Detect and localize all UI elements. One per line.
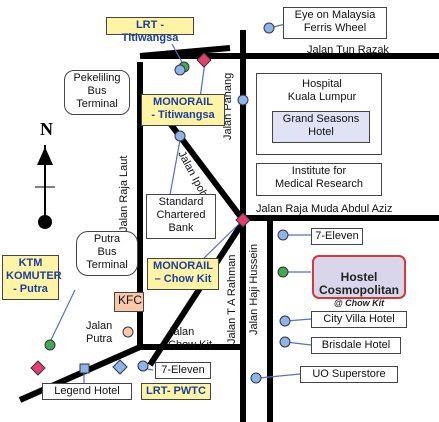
hospital-label: Hospital Kuala Lumpur <box>287 78 357 103</box>
road-label-raja-muda: Jalan Raja Muda Abdul Aziz <box>256 203 393 215</box>
eye-malaysia-label: Eye on Malaysia Ferris Wheel <box>283 7 387 39</box>
lrt-pwtc-label: LRT- PWTC <box>141 383 211 400</box>
marker-pekeliling <box>174 64 186 76</box>
institute-label: Institute for Medical Research <box>256 163 382 196</box>
ktm-komuter-label: KTM KOMUTER - Putra <box>2 255 62 300</box>
city-villa-label: City Villa Hotel <box>311 311 407 328</box>
compass-base-icon <box>38 215 52 229</box>
lrt-titiwangsa-label: LRT -Titiwangsa <box>106 17 194 44</box>
marker-ktm-komuter <box>30 360 46 376</box>
compass-arrow-icon <box>37 147 53 165</box>
marker-grand-seasons <box>174 130 186 142</box>
road-ta-rahman <box>147 220 246 367</box>
marker-brisdale <box>279 336 291 348</box>
hostel-name: Hostel Cosmopolitan <box>319 270 399 297</box>
grand-seasons-label: Grand Seasons Hotel <box>272 111 370 143</box>
marker-city-villa <box>279 315 291 327</box>
markers <box>30 22 291 384</box>
road-tun-razak-west <box>139 45 231 59</box>
marker-eye-malaysia <box>263 22 275 34</box>
kfc-label: KFC <box>114 292 144 312</box>
pekeliling-label: Pekeliling Bus Terminal <box>64 70 130 115</box>
uo-superstore-label: UO Superstore <box>300 366 398 383</box>
marker-uo-superstore <box>250 372 262 384</box>
marker-seven-eleven-top <box>277 229 289 241</box>
marker-hospital <box>237 94 249 106</box>
standard-chartered-label: Standard Chartered Bank <box>146 194 216 239</box>
leader-lines <box>49 23 312 383</box>
marker-seven-eleven-bottom <box>137 360 149 372</box>
brisdale-label: Brisdale Hotel <box>311 337 401 354</box>
compass: N <box>35 119 55 229</box>
marker-hostel <box>277 266 289 278</box>
marker-monorail-chowkit <box>235 212 251 228</box>
marker-legend-hotel <box>79 363 90 374</box>
putra-bus-label: Putra Bus Terminal <box>76 231 138 276</box>
monorail-chowkit-label: MONORAIL – Chow Kit <box>147 258 219 290</box>
marker-putra-bus <box>44 339 56 351</box>
road-label-raja-laut: Jalan Raja Laut <box>118 155 130 232</box>
road-label-ta-rahman: Jalan T A Rahman <box>226 254 238 345</box>
compass-north-label: N <box>40 119 53 139</box>
marker-kfc <box>122 326 134 338</box>
seven-eleven-top-label: 7-Eleven <box>311 228 363 245</box>
hostel-cosmopolitan-label: Hostel Cosmopolitan @ Chow Kit <box>312 255 406 308</box>
legend-hotel-label: Legend Hotel <box>42 383 132 400</box>
road-label-haji-hussein: Jalan Haji Hussein <box>248 243 260 335</box>
road-label-jalan-putra: Jalan Putra <box>86 320 113 345</box>
marker-monorail-titiwangsa <box>196 52 212 68</box>
hostel-subtitle: @ Chow Kit <box>333 298 385 308</box>
seven-eleven-bottom-label: 7-Eleven <box>155 362 211 379</box>
road-label-tun-razak: Jalan Tun Razak <box>307 44 389 56</box>
marker-lrt-pwtc <box>112 359 128 375</box>
monorail-titiwangsa-label: MONORAIL - Titiwangsa <box>141 94 225 126</box>
road-ipoh <box>157 108 246 222</box>
road-label-chow-kit: Jalan Chow Kit <box>168 326 213 351</box>
